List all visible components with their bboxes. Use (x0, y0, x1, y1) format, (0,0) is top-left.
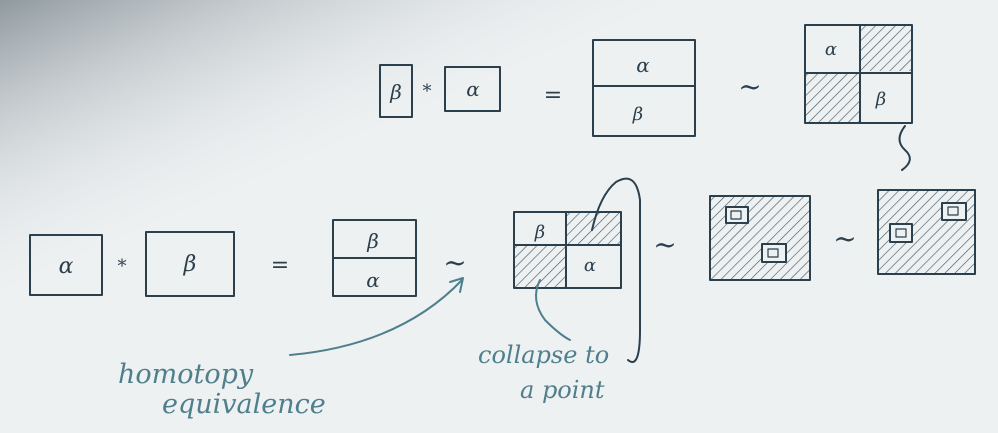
top-tilde: ~ (738, 70, 761, 103)
svg-text:α: α (584, 255, 596, 276)
note-equivalence: equivalence (162, 389, 326, 420)
svg-text:β: β (366, 229, 379, 253)
top-star-operator: * (423, 81, 432, 102)
bottom-tilde-3: ~ (833, 222, 856, 255)
svg-text:α: α (59, 254, 74, 279)
top-alpha-box: α (444, 66, 501, 112)
homotopy-arrow-line (289, 279, 463, 356)
bottom-star-operator: * (118, 256, 127, 277)
collapsing-square-1 (709, 195, 811, 281)
homotopy-arrow-head (449, 277, 464, 293)
collapsing-square-2 (877, 189, 976, 275)
bottom-alpha-box: α (29, 234, 103, 296)
svg-text:β: β (389, 80, 402, 104)
note-collapse: collapse to (478, 341, 609, 369)
svg-text:β: β (534, 222, 545, 243)
bottom-tilde-1: ~ (443, 246, 466, 279)
top-equals: = (544, 83, 562, 108)
note-homotopy: homotopy (118, 359, 254, 390)
bottom-stacked-square: β α (332, 219, 417, 297)
top-beta-box: β (379, 64, 413, 118)
svg-text:β: β (875, 89, 886, 110)
note-point: a point (520, 376, 605, 404)
svg-text:α: α (825, 39, 837, 60)
top-quad-square: α β (804, 24, 913, 124)
bottom-tilde-2: ~ (653, 228, 676, 261)
svg-text:α: α (466, 77, 480, 101)
collapse-pointer-line (535, 279, 571, 341)
svg-text:α: α (636, 53, 650, 77)
top-stacked-square: α β (592, 39, 696, 137)
svg-text:β: β (183, 252, 197, 277)
bottom-equals: = (271, 253, 289, 278)
collapse-loop-line (591, 177, 641, 363)
vertical-squiggle (898, 125, 911, 171)
bottom-beta-box: β (145, 231, 235, 297)
svg-text:β: β (632, 104, 643, 125)
svg-text:α: α (366, 268, 380, 292)
